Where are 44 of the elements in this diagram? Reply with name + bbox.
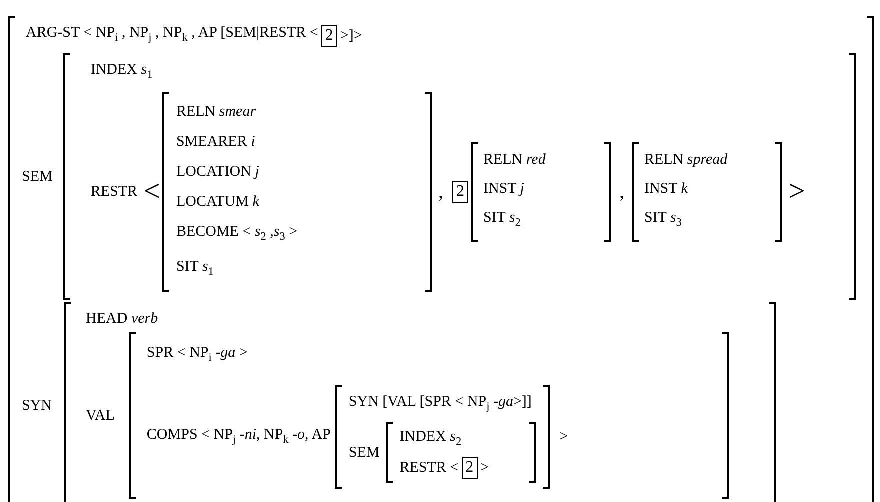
feature-matrix [8,16,874,502]
feature-text: < [144,179,160,205]
feature-matrix [334,385,550,489]
tag-box: 2 [452,181,468,203]
feature-text: SMEARER i [176,133,256,152]
tag-box: 2 [321,24,338,46]
feature-text: SEM [22,168,53,186]
feature-text: SEM [348,444,380,462]
feature-text: RELN smear [176,103,258,122]
feature-matrix [632,142,782,242]
feature-text: RELN spread [644,151,729,170]
feature-text: > [480,459,490,478]
feature-text: SYN [VAL [SPR < NP$_{j}$ -ga>]] [348,393,533,415]
feature-text: SIT s$_{1}$ [176,258,215,280]
feature-text: SIT s$_{2}$ [483,209,522,231]
feature-text: INST j [483,180,526,199]
feature-text: LOCATUM k [176,193,260,212]
feature-matrix [62,53,856,300]
feature-text: , [438,180,444,205]
feature-text: SYN [22,396,52,416]
feature-matrix [471,142,612,242]
feature-text: RESTR [90,183,138,202]
feature-text: > [788,179,806,205]
feature-text: VAL [86,406,115,426]
feature-text: > [560,428,568,447]
tag-box: 2 [462,457,478,479]
feature-text: >]> [340,26,362,46]
feature-text: SIT s$_{3}$ [644,209,683,231]
feature-matrix [162,92,432,292]
feature-matrix [128,332,729,499]
feature-text: HEAD verb [86,310,160,329]
feature-text: INDEX s$_{1}$ [90,61,154,83]
feature-text: BECOME < s$_{2}$ ,s$_{3}$ > [176,223,299,245]
feature-text: , [619,180,624,205]
feature-text: ARG-ST < NP$_{i}$ , NP$_{j}$ , NP$_{k}$ , AP [SEM|RESTR < [26,24,318,46]
feature-text: COMPS < NP$_{j}$ -ni, NP$_{k}$ -o, AP [146,426,331,448]
feature-text: RELN red [483,151,547,170]
feature-matrix [64,302,776,502]
feature-text: INDEX s$_{2}$ [400,428,463,450]
feature-text: SPR < NP$_{i}$ -ga > [146,344,249,366]
feature-matrix [386,422,536,483]
feature-text: INST k [644,180,689,199]
feature-text: RESTR < [400,459,459,478]
feature-text: LOCATION j [176,163,260,182]
